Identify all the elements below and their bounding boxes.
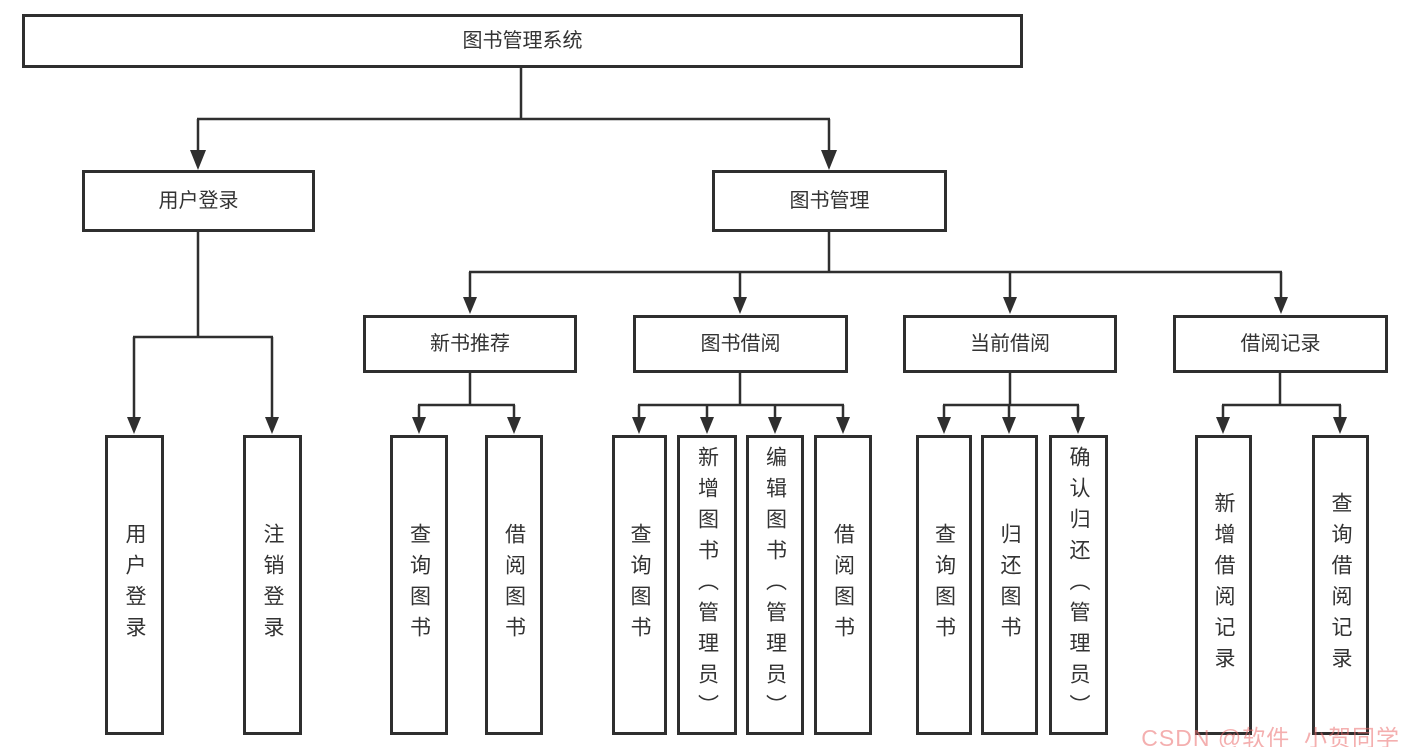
leaf-newbook-borrow-books: 借阅图书 [485, 435, 543, 735]
node-root-library-system: 图书管理系统 [22, 14, 1023, 68]
leaf-user-login: 用户登录 [105, 435, 164, 735]
leaf-current-query-books: 查询图书 [916, 435, 972, 735]
node-user-login: 用户登录 [82, 170, 315, 232]
node-new-book-recommend: 新书推荐 [363, 315, 577, 373]
node-book-borrowing: 图书借阅 [633, 315, 848, 373]
leaf-borrow-borrow-books: 借阅图书 [814, 435, 872, 735]
node-current-borrowing: 当前借阅 [903, 315, 1117, 373]
leaf-current-return-books: 归还图书 [981, 435, 1038, 735]
leaf-borrow-query-books: 查询图书 [612, 435, 667, 735]
leaf-records-add-record: 新增借阅记录 [1195, 435, 1252, 735]
leaf-logout: 注销登录 [243, 435, 302, 735]
node-book-management: 图书管理 [712, 170, 947, 232]
leaf-newbook-query-books: 查询图书 [390, 435, 448, 735]
csdn-watermark: CSDN @软件_小贺同学 [1141, 725, 1400, 747]
leaf-borrow-edit-books-admin: 编辑图书（管理员） [746, 435, 804, 735]
node-borrowing-records: 借阅记录 [1173, 315, 1388, 373]
leaf-borrow-add-books-admin: 新增图书（管理员） [677, 435, 737, 735]
leaf-current-confirm-return-admin: 确认归还（管理员） [1049, 435, 1108, 735]
leaf-records-query-record: 查询借阅记录 [1312, 435, 1369, 735]
